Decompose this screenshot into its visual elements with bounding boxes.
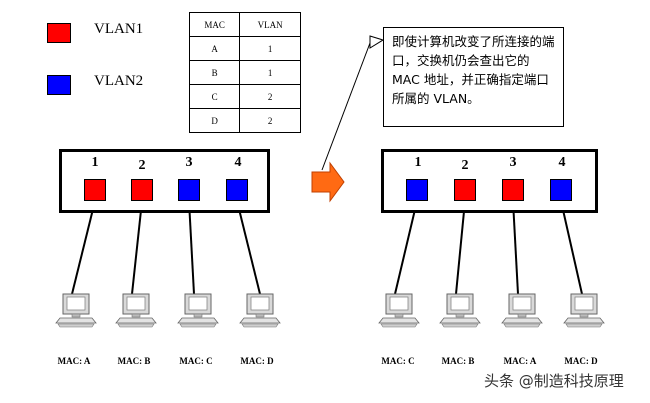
computer-icon xyxy=(563,293,605,328)
cable-left-4 xyxy=(236,200,261,295)
cable-right-3 xyxy=(512,200,519,295)
left-port-number-2: 2 xyxy=(138,158,146,173)
explanation-note: 即使计算机改变了所连接的端口，交换机仍会查出它的 MAC 地址，并正确指定端口所… xyxy=(383,27,564,127)
table-row: C 2 xyxy=(188,84,301,109)
cable-right-1 xyxy=(394,200,418,295)
left-port-1 xyxy=(84,179,106,201)
cable-right-2 xyxy=(455,200,466,295)
callout-pointer xyxy=(369,35,385,49)
right-arrow-icon xyxy=(311,161,345,203)
cable-right-4 xyxy=(560,200,583,295)
computer-icon xyxy=(177,293,219,328)
right-port-number-2: 2 xyxy=(461,158,469,173)
right-cables xyxy=(394,200,583,295)
computer-icon xyxy=(115,293,157,328)
right-port-3 xyxy=(502,179,524,201)
left-mac-label-4: MAC: D xyxy=(240,356,274,366)
legend-label-vlan1: VLAN1 xyxy=(94,21,144,37)
left-port-2 xyxy=(131,179,153,201)
left-cables xyxy=(71,200,261,295)
left-port-number-1: 1 xyxy=(91,155,99,170)
mac-vlan-table: MAC VLAN A 1 B 1 C 2 D 2 xyxy=(188,12,301,133)
legend-swatch-vlan2 xyxy=(47,75,71,95)
legend-label-vlan2: VLAN2 xyxy=(94,73,144,89)
computer-icon xyxy=(239,293,281,328)
cable-left-1 xyxy=(71,200,96,295)
left-port-4 xyxy=(226,179,248,201)
cable-left-3 xyxy=(188,200,195,295)
left-mac-label-1: MAC: A xyxy=(57,356,91,366)
right-port-number-1: 1 xyxy=(414,155,422,170)
computer-icon xyxy=(378,293,420,328)
watermark-text: 头条 @制造科技原理 xyxy=(484,372,624,390)
table-cell-mac: C xyxy=(188,84,241,109)
computer-icon xyxy=(501,293,543,328)
table-row: D 2 xyxy=(188,108,301,133)
right-port-4 xyxy=(550,179,572,201)
callout-line xyxy=(321,42,371,171)
right-mac-label-4: MAC: D xyxy=(564,356,598,366)
right-mac-label-2: MAC: B xyxy=(441,356,475,366)
right-mac-label-1: MAC: C xyxy=(381,356,415,366)
left-port-3 xyxy=(178,179,200,201)
right-port-number-3: 3 xyxy=(509,155,517,170)
legend-swatch-vlan1 xyxy=(47,23,71,43)
computer-icon xyxy=(439,293,481,328)
right-port-2 xyxy=(454,179,476,201)
right-mac-label-3: MAC: A xyxy=(503,356,537,366)
computer-icon xyxy=(55,293,97,328)
table-cell-vlan: 1 xyxy=(239,36,301,61)
cable-left-2 xyxy=(131,200,143,295)
right-port-number-4: 4 xyxy=(558,155,566,170)
left-mac-label-2: MAC: B xyxy=(117,356,151,366)
left-port-number-3: 3 xyxy=(185,155,193,170)
table-cell-mac: A xyxy=(188,36,241,61)
table-row: A 1 xyxy=(188,36,301,61)
right-port-1 xyxy=(406,179,428,201)
table-cell-vlan: 2 xyxy=(239,108,301,133)
table-cell-vlan: 2 xyxy=(239,84,301,109)
left-mac-label-3: MAC: C xyxy=(179,356,213,366)
left-port-number-4: 4 xyxy=(234,155,242,170)
table-cell-mac: D xyxy=(188,108,241,133)
